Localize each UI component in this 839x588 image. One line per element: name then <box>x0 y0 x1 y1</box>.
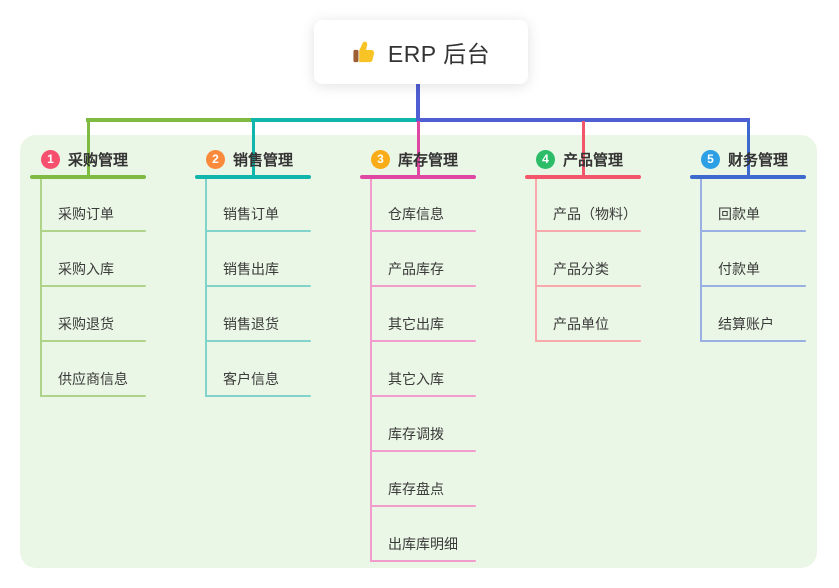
branch-label: 销售管理 <box>233 151 294 169</box>
child-underline <box>700 230 806 232</box>
child-node[interactable]: 付款单 <box>718 261 760 277</box>
child-underline <box>700 340 806 342</box>
branch-label: 产品管理 <box>563 151 624 169</box>
child-underline <box>40 395 146 397</box>
branches-panel <box>20 135 817 568</box>
branch-underline <box>690 175 806 179</box>
child-node[interactable]: 采购入库 <box>58 261 114 277</box>
child-node[interactable]: 其它入库 <box>388 371 444 387</box>
child-node[interactable]: 销售订单 <box>223 206 279 222</box>
child-node[interactable]: 销售出库 <box>223 261 279 277</box>
branch-number-badge: 5 <box>701 149 720 169</box>
child-underline <box>700 285 806 287</box>
child-underline <box>40 340 146 342</box>
child-underline <box>535 285 641 287</box>
branch-node-2[interactable]: 2 销售管理 <box>195 146 322 172</box>
child-underline <box>370 340 476 342</box>
branch-label: 库存管理 <box>398 151 459 169</box>
branch-trunk-line <box>700 179 702 342</box>
branch-drop-connector <box>252 118 255 178</box>
child-node[interactable]: 其它出库 <box>388 316 444 332</box>
branch-trunk-line <box>370 179 372 562</box>
child-node[interactable]: 出库库明细 <box>388 536 458 552</box>
bus-segment-right <box>416 118 750 122</box>
branch-trunk-line <box>535 179 537 342</box>
bus-segment-left <box>86 118 253 122</box>
child-underline <box>535 340 641 342</box>
branch-number-badge: 1 <box>41 149 60 169</box>
branch-number-badge: 2 <box>206 149 225 169</box>
branch-drop-connector <box>417 121 420 178</box>
branch-drop-connector <box>582 121 585 178</box>
branch-underline <box>195 175 311 179</box>
branch-label: 采购管理 <box>68 151 129 169</box>
branch-trunk-line <box>40 179 42 397</box>
child-underline <box>370 505 476 507</box>
child-node[interactable]: 客户信息 <box>223 371 279 387</box>
child-node[interactable]: 仓库信息 <box>388 206 444 222</box>
child-underline <box>205 230 311 232</box>
branch-trunk-line <box>205 179 207 397</box>
child-underline <box>205 395 311 397</box>
branch-node-3[interactable]: 3 库存管理 <box>360 146 487 172</box>
branch-drop-connector <box>747 121 750 178</box>
child-node[interactable]: 采购订单 <box>58 206 114 222</box>
child-underline <box>370 450 476 452</box>
child-node[interactable]: 销售退货 <box>223 316 279 332</box>
child-underline <box>205 285 311 287</box>
child-node[interactable]: 供应商信息 <box>58 371 128 387</box>
branch-number-badge: 3 <box>371 149 390 169</box>
branch-node-1[interactable]: 1 采购管理 <box>30 146 157 172</box>
branch-label: 财务管理 <box>728 151 789 169</box>
child-node[interactable]: 产品（物料） <box>553 206 637 222</box>
child-underline <box>370 560 476 562</box>
child-underline <box>370 230 476 232</box>
child-node[interactable]: 产品库存 <box>388 261 444 277</box>
child-node[interactable]: 结算账户 <box>718 316 774 332</box>
child-node[interactable]: 库存盘点 <box>388 481 444 497</box>
branch-drop-connector <box>87 118 90 178</box>
branch-number-badge: 4 <box>536 149 555 169</box>
thumbs-up-icon <box>352 39 378 65</box>
child-underline <box>205 340 311 342</box>
bus-segment-middle <box>251 118 418 122</box>
child-node[interactable]: 产品单位 <box>553 316 609 332</box>
branch-node-5[interactable]: 5 财务管理 <box>690 146 817 172</box>
child-node[interactable]: 库存调拨 <box>388 426 444 442</box>
root-node[interactable]: ERP 后台 <box>314 20 528 84</box>
branch-underline <box>360 175 476 179</box>
child-underline <box>40 285 146 287</box>
child-underline <box>40 230 146 232</box>
child-underline <box>370 285 476 287</box>
child-node[interactable]: 采购退货 <box>58 316 114 332</box>
branch-underline <box>30 175 146 179</box>
child-underline <box>535 230 641 232</box>
child-node[interactable]: 产品分类 <box>553 261 609 277</box>
root-title: ERP 后台 <box>387 41 491 67</box>
child-underline <box>370 395 476 397</box>
child-node[interactable]: 回款单 <box>718 206 760 222</box>
root-connector-vertical <box>416 84 420 122</box>
branch-node-4[interactable]: 4 产品管理 <box>525 146 652 172</box>
branch-underline <box>525 175 641 179</box>
